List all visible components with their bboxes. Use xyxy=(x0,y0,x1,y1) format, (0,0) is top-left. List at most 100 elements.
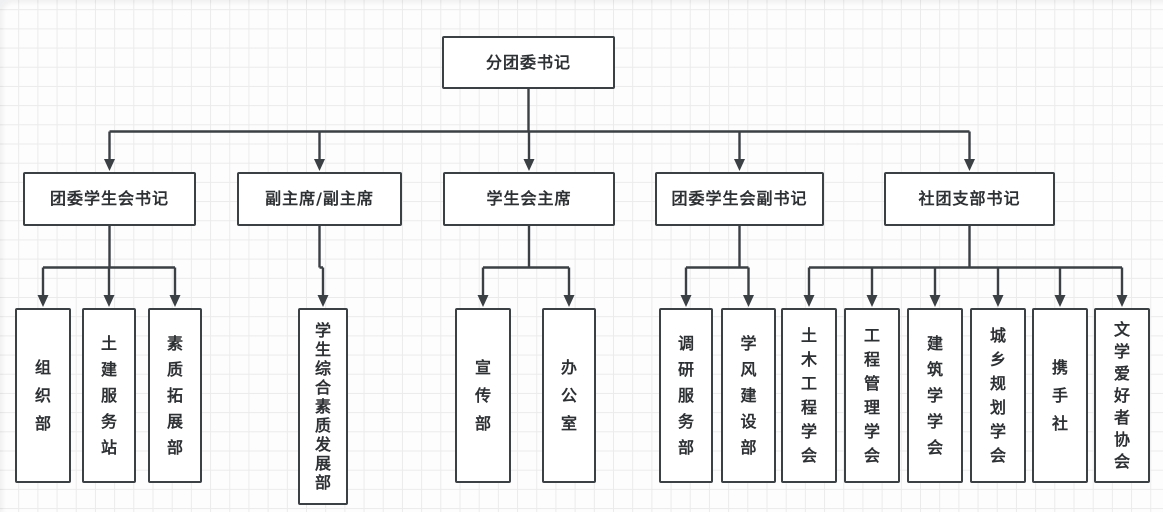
node-label: 调研服务部 xyxy=(677,335,694,457)
label-char: 学 xyxy=(989,421,1006,441)
label-char: 站 xyxy=(100,437,117,457)
label-char: 文 xyxy=(1113,319,1130,339)
connector-arrowhead-icon xyxy=(1116,295,1128,307)
connector-arrowhead-icon xyxy=(37,295,49,307)
label-char: 部 xyxy=(740,437,757,457)
org-node-c41[interactable]: 调研服务部 xyxy=(659,308,713,483)
label-char: 设 xyxy=(740,411,757,431)
label-char: 划 xyxy=(989,397,1006,417)
org-node-c42[interactable]: 学风建设部 xyxy=(721,308,776,483)
label-char: 携 xyxy=(1051,357,1068,377)
connector-line xyxy=(318,226,325,297)
label-char: 规 xyxy=(989,373,1006,393)
label-char: 部 xyxy=(314,472,331,492)
label-char: 社 xyxy=(1051,413,1068,433)
label-char: 建 xyxy=(926,333,943,353)
label-char: 好 xyxy=(1113,385,1130,405)
org-node-n4[interactable]: 团委学生会副书记 xyxy=(655,172,824,226)
org-node-root[interactable]: 分团委书记 xyxy=(442,36,615,89)
label-char: 织 xyxy=(34,385,51,405)
label-char: 组 xyxy=(34,357,51,377)
label-char: 建 xyxy=(740,385,757,405)
label-char: 筑 xyxy=(926,359,943,379)
org-node-n5[interactable]: 社团支部书记 xyxy=(884,172,1055,226)
connector-arrowhead-icon xyxy=(734,159,745,171)
label-char: 协 xyxy=(1113,429,1130,449)
connector-arrowhead-icon xyxy=(1054,295,1066,307)
label-char: 风 xyxy=(740,359,757,379)
label-char: 生 xyxy=(314,339,331,359)
label-char: 程 xyxy=(863,349,880,369)
connector-arrowhead-icon xyxy=(563,295,575,307)
label-char: 部 xyxy=(166,437,183,457)
connector-line xyxy=(108,89,971,161)
label-char: 手 xyxy=(1051,385,1068,405)
label-char: 管 xyxy=(863,373,880,393)
node-label: 素质拓展部 xyxy=(166,333,183,457)
label-char: 建 xyxy=(100,359,117,379)
org-node-c13[interactable]: 素质拓展部 xyxy=(148,308,202,483)
label-char: 室 xyxy=(560,413,577,433)
label-char: 务 xyxy=(100,411,117,431)
node-label: 组织部 xyxy=(34,357,51,433)
org-node-c53[interactable]: 建筑学学会 xyxy=(907,308,963,483)
label-char: 会 xyxy=(1113,451,1130,471)
org-node-c52[interactable]: 工程管理学会 xyxy=(844,308,900,483)
label-char: 学 xyxy=(863,421,880,441)
connector-arrowhead-icon xyxy=(743,295,754,307)
org-node-c31[interactable]: 宣传部 xyxy=(455,308,511,483)
node-label: 携手社 xyxy=(1051,357,1068,433)
label-char: 质 xyxy=(166,359,183,379)
node-label: 宣传部 xyxy=(474,359,491,433)
node-label: 团委学生会副书记 xyxy=(671,189,808,208)
org-node-c51[interactable]: 土木工程学会 xyxy=(781,308,837,483)
label-char: 学 xyxy=(1113,341,1130,361)
connector-arrowhead-icon xyxy=(964,159,975,171)
label-char: 学 xyxy=(800,421,817,441)
connector-arrowhead-icon xyxy=(169,295,181,307)
label-char: 服 xyxy=(100,385,117,405)
label-char: 综 xyxy=(314,358,331,378)
label-char: 服 xyxy=(677,385,694,405)
node-label: 学生综合素质发展部 xyxy=(314,322,331,492)
connector-arrowhead-icon xyxy=(314,159,325,171)
label-char: 会 xyxy=(926,437,943,457)
connector-arrowhead-icon xyxy=(680,295,692,307)
label-char: 乡 xyxy=(989,349,1006,369)
node-label: 工程管理学会 xyxy=(863,325,880,464)
label-char: 者 xyxy=(1113,407,1130,427)
node-label: 社团支部书记 xyxy=(918,189,1021,208)
node-label: 学风建设部 xyxy=(740,333,757,457)
org-node-c12[interactable]: 土建服务站 xyxy=(82,308,136,483)
node-label: 办公室 xyxy=(560,359,577,433)
org-node-n2[interactable]: 副主席/副主席 xyxy=(237,172,402,226)
org-node-c54[interactable]: 城乡规划学会 xyxy=(970,308,1026,483)
connector-arrowhead-icon xyxy=(992,295,1004,307)
connector-line xyxy=(807,226,1124,297)
connector-arrowhead-icon xyxy=(523,159,535,171)
label-char: 部 xyxy=(677,437,694,457)
org-node-c11[interactable]: 组织部 xyxy=(15,308,71,483)
label-char: 会 xyxy=(800,445,817,465)
org-node-n1[interactable]: 团委学生会书记 xyxy=(23,172,196,226)
org-node-c21[interactable]: 学生综合素质发展部 xyxy=(298,308,348,505)
label-char: 部 xyxy=(34,413,51,433)
node-label: 分团委书记 xyxy=(485,52,571,72)
label-char: 工 xyxy=(800,373,817,393)
connector-arrowhead-icon xyxy=(929,295,941,307)
label-char: 木 xyxy=(800,349,817,369)
node-label: 文学爱好者协会 xyxy=(1113,319,1130,471)
org-node-c32[interactable]: 办公室 xyxy=(542,308,596,483)
label-char: 学 xyxy=(740,333,757,353)
org-node-c55[interactable]: 携手社 xyxy=(1032,308,1088,483)
label-char: 素 xyxy=(166,333,183,353)
node-label: 建筑学学会 xyxy=(926,333,943,457)
label-char: 理 xyxy=(863,397,880,417)
org-node-c56[interactable]: 文学爱好者协会 xyxy=(1094,308,1150,483)
org-node-n3[interactable]: 学生会主席 xyxy=(443,172,615,226)
label-char: 工 xyxy=(863,325,880,345)
label-char: 部 xyxy=(474,413,491,433)
connector-line xyxy=(41,226,177,297)
connector-arrowhead-icon xyxy=(803,295,815,307)
